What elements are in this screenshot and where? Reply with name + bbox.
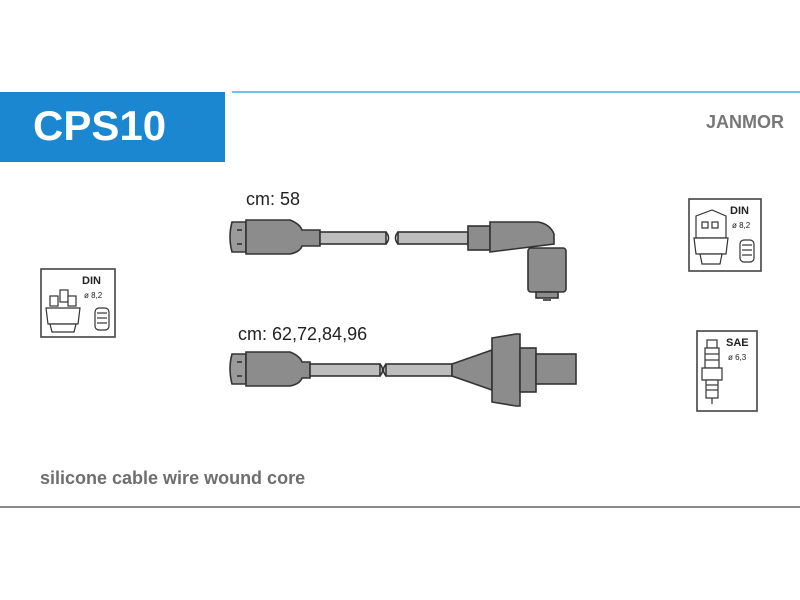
sae-size: ø 6,3 [728, 353, 747, 362]
product-code: CPS10 [33, 102, 167, 149]
spark-plug-icon-box: SAE ø 6,3 [696, 330, 758, 412]
distributor-left-icon-box: DIN ø 8,2 [40, 268, 116, 338]
header-rule [232, 91, 800, 93]
brand-name: JANMOR [705, 112, 784, 132]
din-label-left: DIN [82, 275, 101, 287]
din-size-left: ø 8,2 [84, 291, 103, 300]
din-label-right: DIN [730, 205, 749, 217]
title-banner [0, 92, 225, 162]
distributor-right-icon-box: DIN ø 8,2 [688, 198, 762, 272]
sae-label: SAE [726, 337, 749, 349]
footer-rule [0, 506, 800, 508]
cable-length-label-1: cm: 58 [246, 189, 301, 209]
spark-plug-icon: SAE ø 6,3 [696, 330, 758, 412]
din-size-right: ø 8,2 [732, 221, 751, 230]
cable-2-diagram [229, 333, 577, 407]
distributor-cap-icon: DIN ø 8,2 [40, 268, 116, 338]
cable-1-diagram [229, 219, 567, 301]
product-description: silicone cable wire wound core [40, 468, 306, 488]
distributor-cap-icon: DIN ø 8,2 [688, 198, 762, 272]
cable-length-label-2: cm: 62,72,84,96 [238, 324, 368, 344]
